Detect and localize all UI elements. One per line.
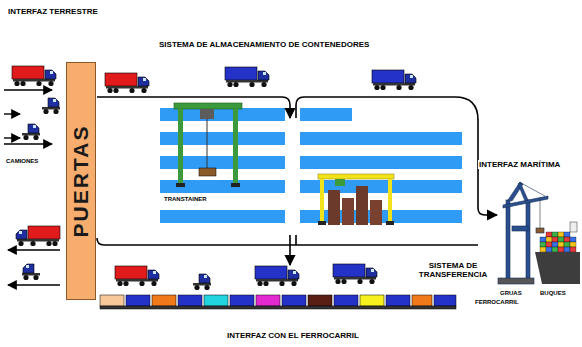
section-title: SISTEMA DE ALMACENAMIENTO DE CONTENEDORE… xyxy=(158,40,370,49)
interface-title: INTERFAZ CON EL FERROCARRIL xyxy=(226,331,360,340)
gate-bar: PUERTAS xyxy=(66,62,96,300)
crane-label: TRANSTAINER xyxy=(163,196,208,203)
interface-title: INTERFAZ MARÍTIMA xyxy=(478,160,561,169)
ship-label: BUQUES xyxy=(539,290,567,297)
train xyxy=(100,295,456,309)
rail-label: FERROCARRIL xyxy=(474,299,520,306)
crane-label: GRUAS xyxy=(499,290,523,297)
flow-lines xyxy=(97,97,497,265)
storage-blocks xyxy=(160,108,462,223)
yard-crane xyxy=(318,174,394,225)
section-title: SISTEMA DE TRANSFERENCIA xyxy=(416,261,490,279)
transtainer-crane xyxy=(174,103,242,187)
gate-label: PUERTAS xyxy=(69,125,93,238)
interface-title: INTERFAZ TERRESTRE xyxy=(7,7,99,16)
truck-label: CAMIONES xyxy=(5,158,39,165)
ship xyxy=(535,222,580,284)
gate-arrows xyxy=(4,90,60,285)
